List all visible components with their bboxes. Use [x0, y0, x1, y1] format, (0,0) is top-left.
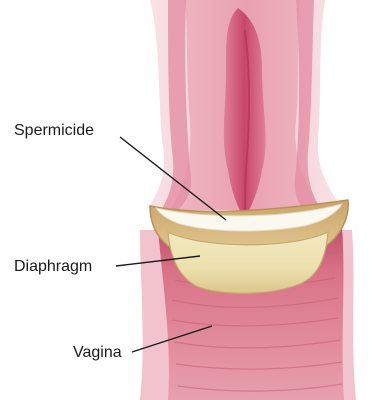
- label-spermicide: Spermicide: [14, 123, 94, 139]
- label-diaphragm: Diaphragm: [14, 259, 92, 275]
- label-vagina: Vagina: [73, 345, 122, 361]
